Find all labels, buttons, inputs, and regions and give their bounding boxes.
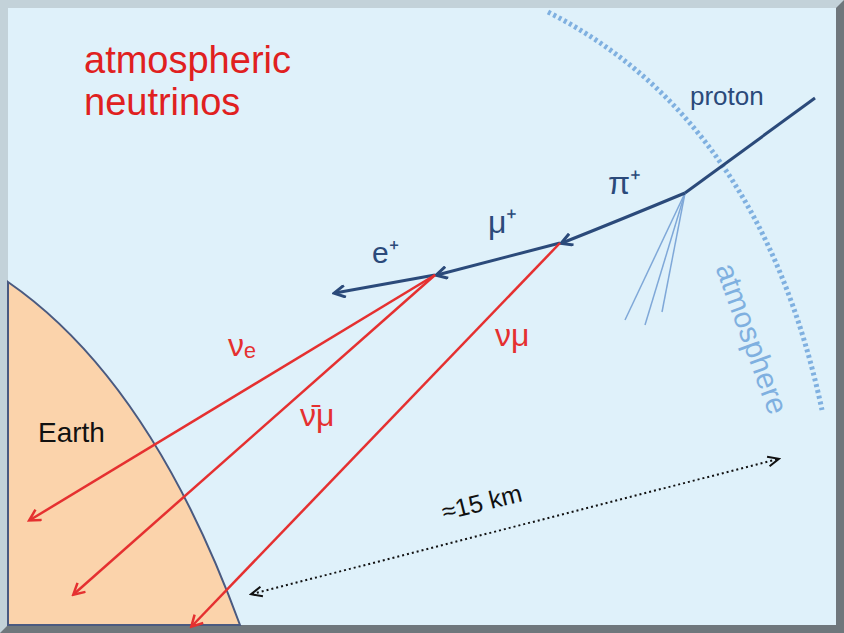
earth-surface <box>8 282 240 625</box>
muon-track <box>437 243 560 275</box>
electron-neutrino-track <box>30 275 435 520</box>
proton-track <box>685 98 815 193</box>
muon-neutrino-track <box>192 243 560 626</box>
earth-label: Earth <box>38 418 105 449</box>
particle-label: π⁺ <box>608 166 641 201</box>
neutrino-label: ν̄μ <box>300 398 334 433</box>
dimension-arrow <box>252 459 778 594</box>
particle-label: e⁺ <box>372 236 399 269</box>
atmosphere-boundary <box>548 12 822 410</box>
particle-label: μ⁺ <box>488 205 517 240</box>
diagram-title: atmospheric neutrinos <box>84 40 354 124</box>
particle-label: proton <box>690 82 764 111</box>
neutrino-label: νₑ <box>228 328 256 363</box>
neutrino-label: νμ <box>495 318 529 353</box>
muon-antineutrino-track <box>74 275 435 594</box>
shower-line <box>625 193 685 320</box>
sky-ground <box>8 8 836 625</box>
shower-line <box>662 193 685 312</box>
shower-line <box>645 193 685 325</box>
